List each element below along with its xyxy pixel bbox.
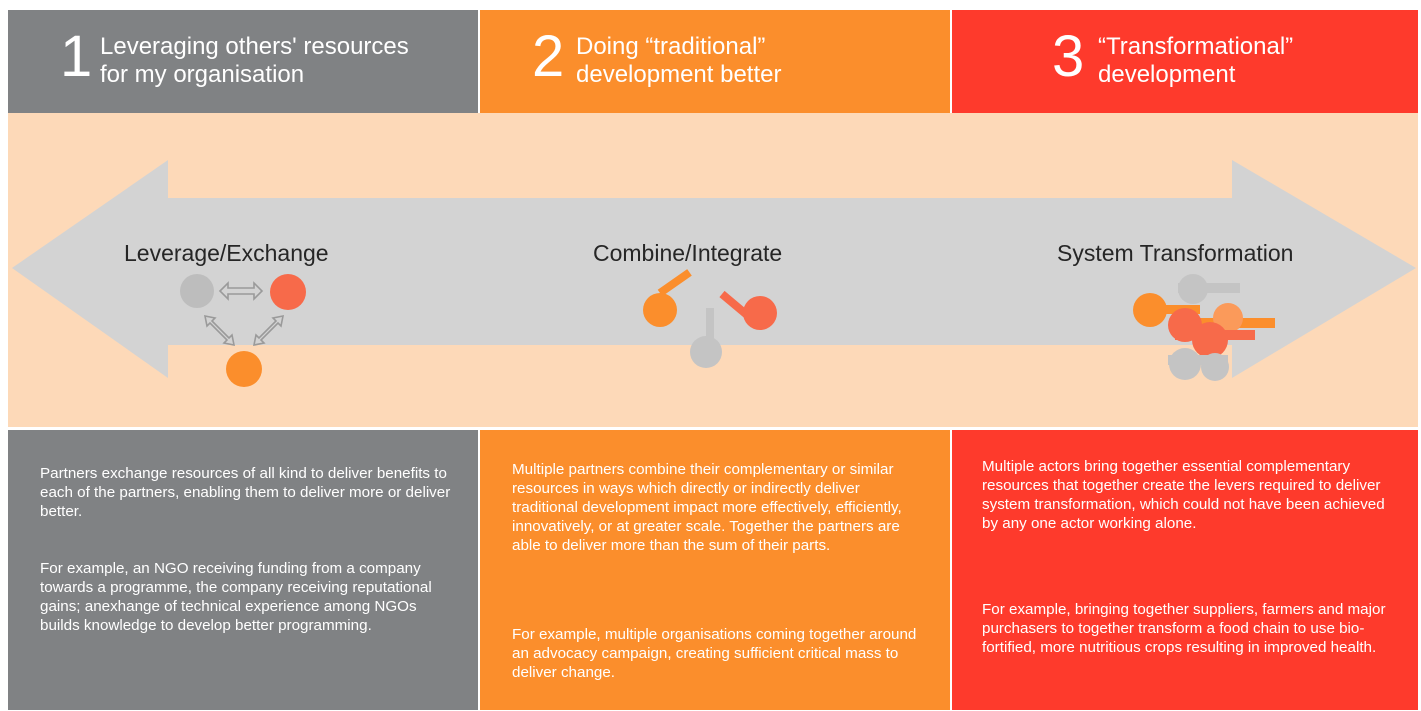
stage-3-example: For example, bringing together suppliers… [982,601,1386,656]
stage-3-number: 3 [1052,24,1085,89]
stage-1-description: Partners exchange resources of all kind … [40,465,451,520]
stage-1-example: For example, an NGO receiving funding fr… [40,560,432,634]
stage-2-number: 2 [532,24,565,89]
stage-1-panel: Partners exchange resources of all kind … [8,430,478,710]
stage-2-example: For example, multiple organisations comi… [512,626,917,681]
stage-2-header: 2 Doing “traditional” development better [480,10,950,113]
exchange-icon [180,274,306,387]
stage-2-label: Combine/Integrate [593,240,783,266]
stage-3-label: System Transformation [1057,240,1294,266]
stage-3-description: Multiple actors bring together essential… [982,458,1385,532]
stage-1-number: 1 [60,24,93,89]
stage-3-header: 3 “Transformational” development [952,10,1418,113]
combine-keys-icon [643,269,777,368]
stage-3-panel: Multiple actors bring together essential… [952,430,1418,710]
stage-1-label: Leverage/Exchange [124,240,329,266]
transformation-keys-icon [1133,274,1275,381]
stage-1-header: 1 Leveraging others' resources for my or… [8,10,478,113]
stage-2-title: Doing “traditional” development better [576,33,782,88]
stage-3-title: “Transformational” development [1098,33,1294,88]
stage-2-panel: Multiple partners combine their compleme… [480,430,950,710]
double-headed-arrow [12,160,1416,378]
stage-1-title: Leveraging others' resources for my orga… [100,33,409,88]
stage-2-description: Multiple partners combine their compleme… [512,461,902,554]
